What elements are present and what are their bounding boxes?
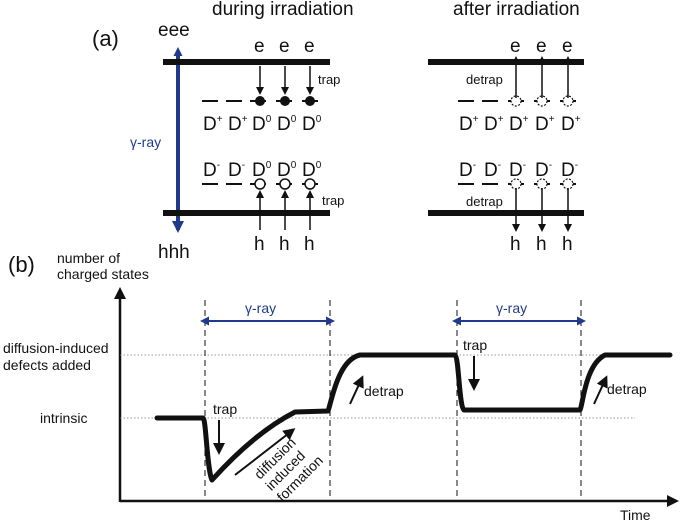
during-lower-state-4: D0 <box>277 160 297 181</box>
panel-a-label: (a) <box>92 26 119 51</box>
after-lower-states: D- D- D- D- D- <box>459 160 578 181</box>
hole-1: h <box>254 234 265 255</box>
after-upper-state-2: D+ <box>484 114 504 135</box>
after-lower-state-5: D- <box>561 160 578 181</box>
after-lower-state-2: D- <box>484 160 501 181</box>
electrons-label: eee <box>158 20 190 41</box>
y-axis-label-line1: number of <box>57 250 120 266</box>
hole-after-1: h <box>510 234 521 255</box>
hole-2: h <box>279 234 290 255</box>
detrap-arrow-b1 <box>349 375 364 405</box>
during-lower-state-2: D- <box>228 160 245 181</box>
detrap-arrow-b2 <box>593 375 608 405</box>
formation-arrow <box>234 428 296 476</box>
electron-after-2: e <box>536 36 547 57</box>
trap-label-b2: trap <box>463 337 487 353</box>
during-lower-defect-level <box>202 178 318 190</box>
during-lower-state-5: D0 <box>302 160 322 181</box>
trap-label-upper: trap <box>318 72 340 87</box>
after-upper-defect-level <box>458 95 576 107</box>
electron-3: e <box>304 36 315 57</box>
during-upper-state-2: D+ <box>228 114 248 135</box>
panel-b-label: (b) <box>8 252 35 277</box>
after-lower-state-1: D- <box>459 160 476 181</box>
during-upper-state-1: D+ <box>203 114 223 135</box>
after-upper-states: D+D+D+D+D+ <box>459 114 581 135</box>
during-lower-state-1: D- <box>203 160 220 181</box>
formation-label: diffusion induced formation <box>251 434 326 505</box>
hole-3: h <box>304 234 315 255</box>
high-level-label-line2: defects added <box>3 357 91 373</box>
during-upper-state-5: D0 <box>302 114 322 135</box>
after-upper-state-5: D+ <box>561 114 581 135</box>
detrap-label-b2: detrap <box>607 381 647 397</box>
hole-after-2: h <box>536 234 547 255</box>
after-upper-state-3: D+ <box>509 114 529 135</box>
after-lower-state-4: D- <box>535 160 552 181</box>
during-upper-defect-level <box>202 96 318 106</box>
after-lower-state-3: D- <box>509 160 526 181</box>
after-upper-state-1: D+ <box>459 114 479 135</box>
detrap-label-upper: detrap <box>466 72 503 87</box>
intrinsic-level-label: intrinsic <box>40 410 87 426</box>
x-axis-label: Time <box>620 507 651 523</box>
high-level-label-line1: diffusion-induced <box>3 340 109 356</box>
during-lower-state-3: D0 <box>252 160 272 181</box>
trap-label-b1: trap <box>213 401 237 417</box>
after-irradiation-title: after irradiation <box>453 0 580 20</box>
during-upper-state-3: D0 <box>252 114 272 135</box>
trap-label-lower: trap <box>322 193 344 208</box>
detrap-label-lower: detrap <box>466 194 503 209</box>
gamma-ray-label-a: γ-ray <box>130 134 161 150</box>
after-upper-state-4: D+ <box>535 114 555 135</box>
hole-after-3: h <box>562 234 573 255</box>
during-irradiation-title: during irradiation <box>212 0 354 20</box>
detrap-label-b1: detrap <box>364 383 404 399</box>
electron-1: e <box>254 36 265 57</box>
holes-label: hhh <box>158 242 190 263</box>
gamma-ray-label-b2: γ-ray <box>496 300 527 316</box>
electron-after-1: e <box>510 36 521 57</box>
gamma-ray-label-b1: γ-ray <box>245 300 276 316</box>
after-lower-defect-level <box>458 178 576 190</box>
charged-states-curve <box>154 352 673 483</box>
electron-2: e <box>279 36 290 57</box>
y-axis-label-line2: charged states <box>57 266 149 282</box>
electron-after-3: e <box>562 36 573 57</box>
during-upper-state-4: D0 <box>277 114 297 135</box>
